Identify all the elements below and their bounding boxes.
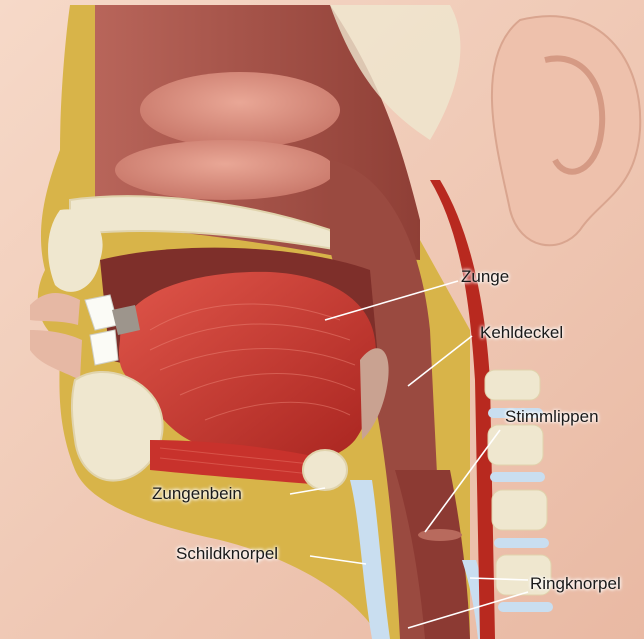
label-kehldeckel: Kehldeckel xyxy=(480,324,563,341)
label-zunge: Zunge xyxy=(461,268,509,285)
hyoid-bone xyxy=(303,450,347,490)
label-ringknorpel: Ringknorpel xyxy=(530,575,621,592)
upper-turbinate xyxy=(140,72,340,148)
label-schildknorpel: Schildknorpel xyxy=(176,545,278,562)
label-zungenbein: Zungenbein xyxy=(152,485,242,502)
label-stimmlippen: Stimmlippen xyxy=(505,408,599,425)
vocal-fold xyxy=(418,529,462,541)
lower-turbinate xyxy=(115,140,335,200)
